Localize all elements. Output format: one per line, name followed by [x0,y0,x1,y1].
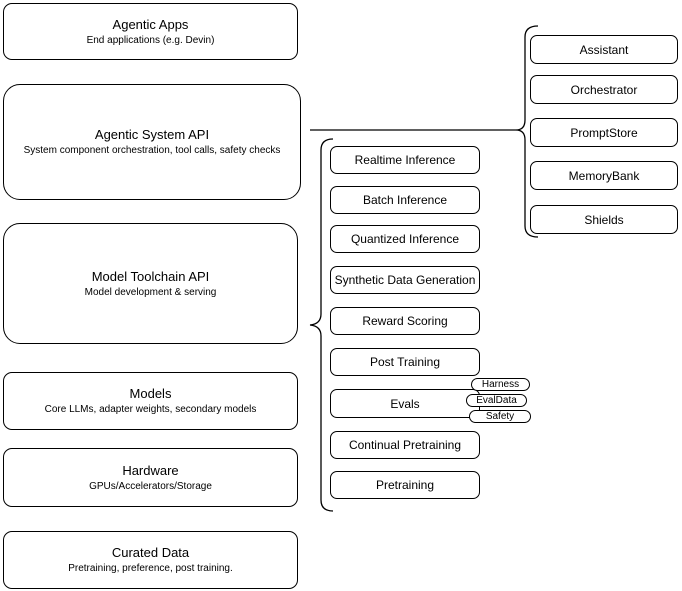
node-subtitle: GPUs/Accelerators/Storage [89,480,212,492]
pill-harness: Harness [471,378,530,391]
node-title: Agentic Apps [112,16,189,32]
node-curated-data: Curated Data Pretraining, preference, po… [3,531,298,589]
node-post-training: Post Training [330,348,480,376]
node-label: Realtime Inference [354,153,456,167]
node-synthetic-data-generation: Synthetic Data Generation [330,266,480,294]
node-agentic-apps: Agentic Apps End applications (e.g. Devi… [3,3,298,60]
node-realtime-inference: Realtime Inference [330,146,480,174]
node-model-toolchain-api: Model Toolchain API Model development & … [3,223,298,344]
node-label: Continual Pretraining [348,438,462,452]
node-quantized-inference: Quantized Inference [330,225,480,253]
node-subtitle: Pretraining, preference, post training. [68,563,233,574]
node-title: Model Toolchain API [91,268,210,284]
node-label: Orchestrator [570,82,638,97]
node-memorybank: MemoryBank [530,161,678,190]
node-shields: Shields [530,205,678,234]
node-label: Post Training [369,355,441,369]
node-reward-scoring: Reward Scoring [330,307,480,335]
node-label: Shields [584,212,624,227]
node-label: MemoryBank [568,168,640,183]
pill-label: Harness [481,378,520,390]
node-assistant: Assistant [530,35,678,64]
node-continual-pretraining: Continual Pretraining [330,431,480,459]
node-title: Curated Data [111,545,190,560]
node-subtitle: System component orchestration, tool cal… [23,145,281,156]
node-pretraining: Pretraining [330,471,480,499]
node-label: PromptStore [570,125,638,140]
node-orchestrator: Orchestrator [530,75,678,104]
node-promptstore: PromptStore [530,118,678,147]
pill-label: Safety [485,410,515,422]
node-label: Reward Scoring [362,314,448,328]
node-agentic-system-api: Agentic System API System component orch… [3,84,301,200]
node-evals: Evals [330,389,480,418]
node-hardware: Hardware GPUs/Accelerators/Storage [3,448,298,507]
node-label: Pretraining [375,478,435,492]
pill-safety: Safety [469,410,531,423]
node-subtitle: End applications (e.g. Devin) [86,34,215,46]
pill-evaldata: EvalData [466,394,527,407]
pill-label: EvalData [476,394,517,406]
node-batch-inference: Batch Inference [330,186,480,214]
node-label: Synthetic Data Generation [334,273,476,287]
node-label: Quantized Inference [350,232,460,246]
node-title: Models [129,386,172,401]
node-label: Batch Inference [362,193,448,207]
node-models: Models Core LLMs, adapter weights, secon… [3,372,298,430]
node-title: Agentic System API [94,127,210,142]
node-label: Evals [390,396,420,411]
node-title: Hardware [122,462,179,478]
node-subtitle: Core LLMs, adapter weights, secondary mo… [44,404,257,415]
node-subtitle: Model development & serving [84,286,217,298]
node-label: Assistant [579,42,629,57]
